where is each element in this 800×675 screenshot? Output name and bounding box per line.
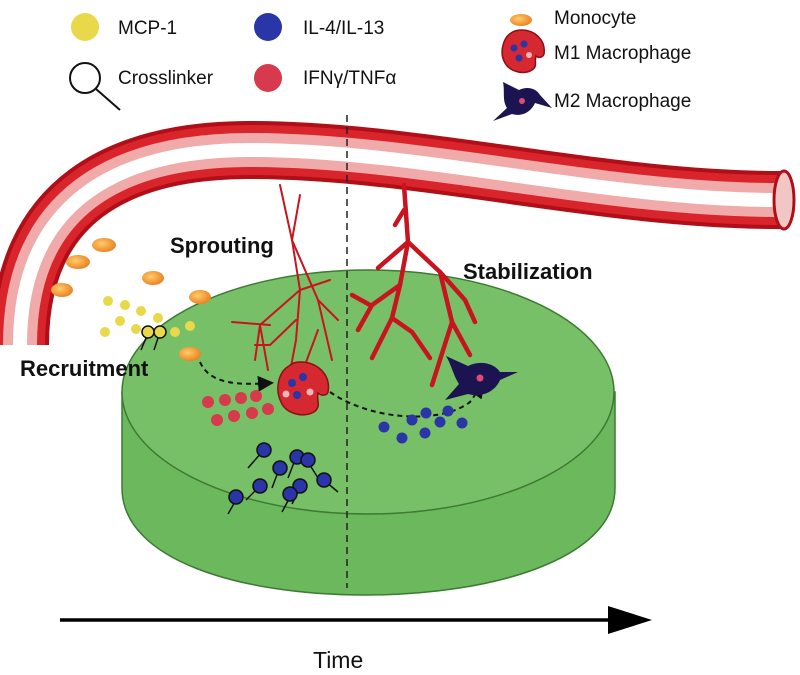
mcp1-cluster: [100, 296, 195, 337]
m1-macrophage-icon: [501, 29, 545, 74]
legend-crosslinker-label: Crosslinker: [118, 68, 214, 89]
crosslinker-icon: [69, 62, 121, 111]
m1-macrophage: [277, 361, 330, 416]
il4il13-legend-dot: [254, 13, 282, 41]
time-axis-label: Time: [313, 647, 363, 673]
legend-il4il13-label: IL-4/IL-13: [303, 18, 384, 39]
legend-monocyte-label: Monocyte: [554, 8, 636, 29]
mcp1-legend-dot: [71, 13, 99, 41]
blood-vessel: [0, 120, 796, 346]
legend-mcp1-label: MCP-1: [118, 18, 177, 39]
legend-ifng-tnfa-label: IFNγ/TNFα: [303, 68, 396, 89]
stage-sprouting-label: Sprouting: [170, 233, 274, 258]
ifng-tnfa-legend-dot: [254, 64, 282, 92]
monocyte: [51, 283, 73, 297]
legend-m2-macrophage-label: M2 Macrophage: [554, 91, 691, 112]
ifng-tnfa-cluster: [202, 390, 274, 426]
crosslinked-il4il13: [227, 442, 339, 515]
crosslinker-pair: [140, 325, 167, 351]
stabilized-vessels: [349, 182, 478, 388]
il4il13-cluster: [378, 405, 468, 444]
m2-macrophage: [445, 356, 518, 400]
stage-stabilization-label: Stabilization: [463, 259, 593, 284]
monocyte: [189, 290, 211, 304]
stage-recruitment-label: Recruitment: [20, 356, 149, 381]
monocyte-icon: [510, 14, 532, 26]
time-arrow-head: [608, 606, 652, 634]
hydrogel-scaffold: [121, 269, 616, 596]
monocyte: [92, 238, 116, 252]
monocyte: [179, 347, 201, 361]
sprouting-capillaries: [231, 184, 339, 373]
m2-macrophage-icon: [493, 82, 552, 121]
monocyte: [142, 271, 164, 285]
legend-m1-macrophage-label: M1 Macrophage: [554, 43, 691, 64]
monocyte: [66, 255, 90, 269]
